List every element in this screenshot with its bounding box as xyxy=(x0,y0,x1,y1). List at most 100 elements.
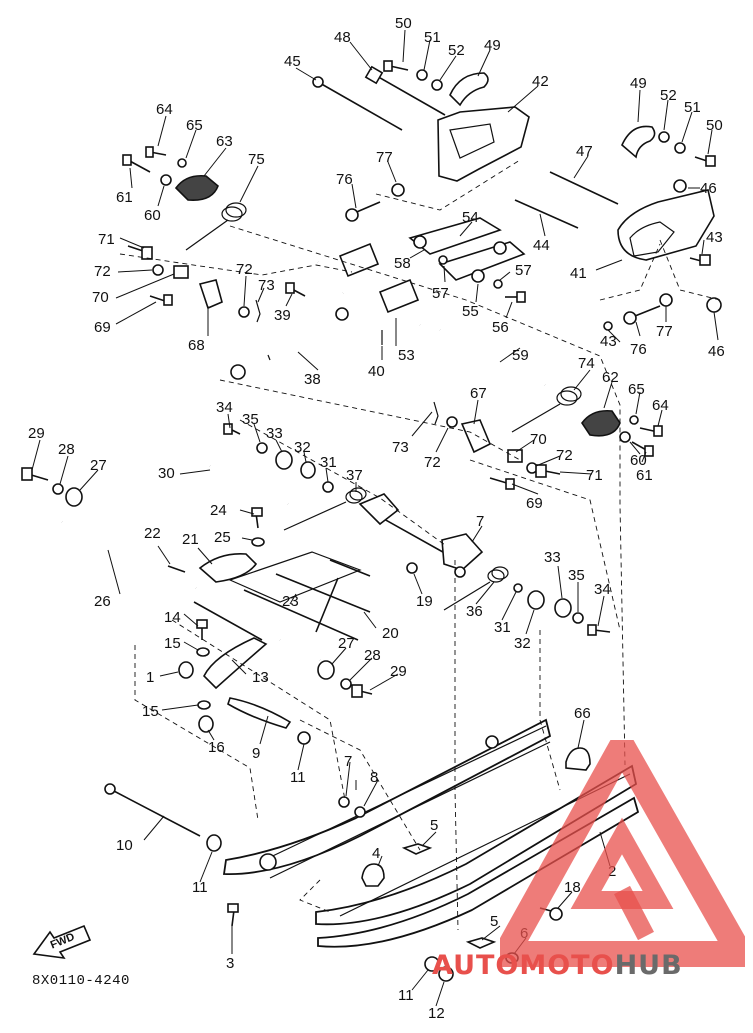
part-9-pad xyxy=(227,697,292,729)
part-33-collar xyxy=(275,450,293,470)
part-32-bushing-b xyxy=(527,590,545,610)
part-71-bolt-b xyxy=(535,464,561,478)
callout: 60 xyxy=(144,207,161,224)
part-12-nut xyxy=(438,966,454,982)
part-59-shaft xyxy=(438,327,547,388)
callout: 68 xyxy=(188,337,205,354)
callout: 49 xyxy=(484,37,501,54)
callout: 22 xyxy=(144,525,161,542)
part-5-link-b xyxy=(465,937,497,949)
part-74-spring xyxy=(511,386,582,433)
part-11-collar-c xyxy=(424,956,440,972)
part-15-washer xyxy=(196,647,210,657)
callout: 25 xyxy=(214,529,231,546)
part-77-collar-b xyxy=(659,293,673,307)
part-67-block xyxy=(460,419,492,454)
callout: 32 xyxy=(294,439,311,456)
part-58-collar xyxy=(438,255,448,265)
part-4-cap xyxy=(361,863,385,887)
part-77-collar xyxy=(391,183,405,197)
part-72-washer xyxy=(152,264,164,276)
callout: 34 xyxy=(594,581,611,598)
part-52-nut-b xyxy=(658,131,670,143)
callout: 71 xyxy=(98,231,115,248)
part-32-bushing xyxy=(300,461,316,479)
part-10-bolt xyxy=(104,783,201,837)
part-38-shock-absorber xyxy=(230,307,349,380)
part-51-washer-b xyxy=(674,142,686,154)
callout: 37 xyxy=(346,467,363,484)
watermark-part2: HUB xyxy=(614,950,683,981)
part-61-bolt xyxy=(122,154,151,173)
callout: 52 xyxy=(448,42,465,59)
callout: 58 xyxy=(394,255,411,272)
callout: 64 xyxy=(652,397,669,414)
part-11-collar xyxy=(297,731,311,745)
part-1-collar xyxy=(178,661,194,679)
part-41-bracket xyxy=(617,189,715,261)
part-68-block xyxy=(198,279,223,310)
part-69-bolt xyxy=(149,294,173,306)
callout: 65 xyxy=(628,381,645,398)
callout: 26 xyxy=(94,593,111,610)
part-76-bolt-b xyxy=(623,305,661,325)
part-64-bolt xyxy=(145,146,167,158)
callout: 70 xyxy=(530,431,547,448)
callout: 44 xyxy=(533,237,550,254)
part-42-bracket xyxy=(437,106,530,182)
drawing-code: 8X0110-4240 xyxy=(32,973,130,989)
watermark-text: AUTOMOTOHUB xyxy=(432,950,683,981)
part-35-nut xyxy=(256,442,268,454)
part-37-spring xyxy=(283,487,367,531)
part-14-bolt xyxy=(196,619,208,640)
callout: 32 xyxy=(514,635,531,652)
callout: 51 xyxy=(684,99,701,116)
part-69-bolt-b xyxy=(489,477,515,490)
part-24-bolt xyxy=(251,507,263,529)
part-51-washer xyxy=(416,69,428,81)
callout: 49 xyxy=(630,75,647,92)
part-5-link xyxy=(401,843,433,855)
callout: 8 xyxy=(370,769,378,786)
callout: 61 xyxy=(116,189,133,206)
part-30-shaft xyxy=(208,463,290,507)
part-48-bolt xyxy=(364,65,446,116)
callout: 69 xyxy=(526,495,543,512)
callout: 76 xyxy=(336,171,353,188)
callout: 59 xyxy=(512,347,529,364)
part-31-washer-b xyxy=(513,583,523,593)
callout: 20 xyxy=(382,625,399,642)
callout: 29 xyxy=(28,425,45,442)
callout: 14 xyxy=(164,609,181,626)
callout: 24 xyxy=(210,502,227,519)
part-26-shaft xyxy=(60,519,198,591)
callout: 69 xyxy=(94,319,111,336)
callout: 43 xyxy=(600,333,617,350)
callout: 62 xyxy=(602,369,619,386)
part-7-bracket xyxy=(358,493,484,578)
callout: 70 xyxy=(92,289,109,306)
part-75-spring xyxy=(185,202,247,251)
part-43-bolt xyxy=(689,254,711,266)
part-72-washer-b xyxy=(238,306,250,318)
part-34-bolt-b xyxy=(587,624,611,636)
callout: 34 xyxy=(216,399,233,416)
part-34-bolt xyxy=(223,423,241,435)
callout: 1 xyxy=(146,669,154,686)
part-62-cam xyxy=(581,409,621,437)
callout: 29 xyxy=(390,663,407,680)
part-45-long-bolt xyxy=(312,76,403,131)
part-35-nut-b xyxy=(572,612,584,624)
callout: 73 xyxy=(258,277,275,294)
part-8-washer xyxy=(354,806,366,818)
part-43-bolt-b xyxy=(603,321,613,331)
callout: 38 xyxy=(304,371,321,388)
part-29-bolt xyxy=(21,467,49,481)
callout: 33 xyxy=(544,549,561,566)
callout: 50 xyxy=(395,15,412,32)
callout: 73 xyxy=(392,439,409,456)
callout: 35 xyxy=(242,411,259,428)
callout: 72 xyxy=(94,263,111,280)
callout: 19 xyxy=(416,593,433,610)
